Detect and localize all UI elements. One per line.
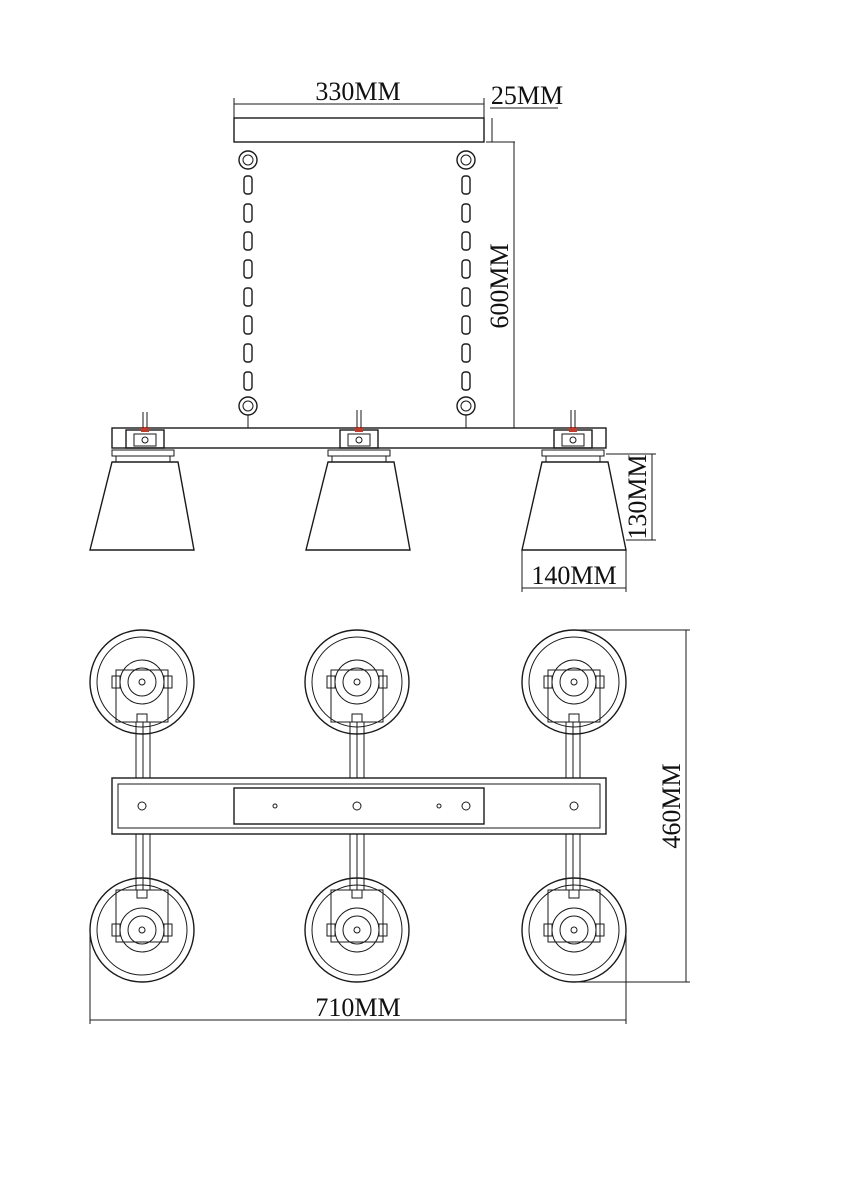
canopy xyxy=(233,117,485,143)
shade-top-5 xyxy=(304,877,410,983)
arms-bottom-row xyxy=(135,833,581,891)
fixture-length-label: 710MM xyxy=(315,993,400,1022)
fixture-depth-dimension: 460MM xyxy=(574,629,690,983)
top-view: 460MM 710MM xyxy=(89,629,690,1024)
shade-right xyxy=(521,410,627,551)
shade-top-3 xyxy=(521,629,627,735)
side-view: 330MM 25MM xyxy=(89,77,656,592)
shade-width-dimension: 140MM xyxy=(521,550,627,592)
shade-top-1 xyxy=(89,629,195,735)
shade-top-6 xyxy=(521,877,627,983)
canopy-height-label: 25MM xyxy=(491,81,563,110)
fixture-length-dimension: 710MM xyxy=(89,930,627,1024)
chain-length-dimension: 600MM xyxy=(485,142,520,429)
chain-length-label: 600MM xyxy=(485,243,514,328)
shade-top-4 xyxy=(89,877,195,983)
shade-center xyxy=(305,410,411,551)
canopy-width-label: 330MM xyxy=(315,77,400,106)
shade-left xyxy=(89,412,195,551)
canopy-height-dimension: 25MM xyxy=(486,81,563,143)
shade-height-label: 130MM xyxy=(623,454,652,539)
fixture-bar-top xyxy=(111,777,607,835)
shade-width-label: 140MM xyxy=(531,561,616,590)
right-chain xyxy=(456,150,476,428)
shade-height-dimension: 130MM xyxy=(606,453,656,541)
shade-top-2 xyxy=(304,629,410,735)
left-chain xyxy=(238,150,258,428)
fixture-depth-label: 460MM xyxy=(657,763,686,848)
arms-top-row xyxy=(135,721,581,779)
canopy-width-dimension: 330MM xyxy=(233,77,485,118)
